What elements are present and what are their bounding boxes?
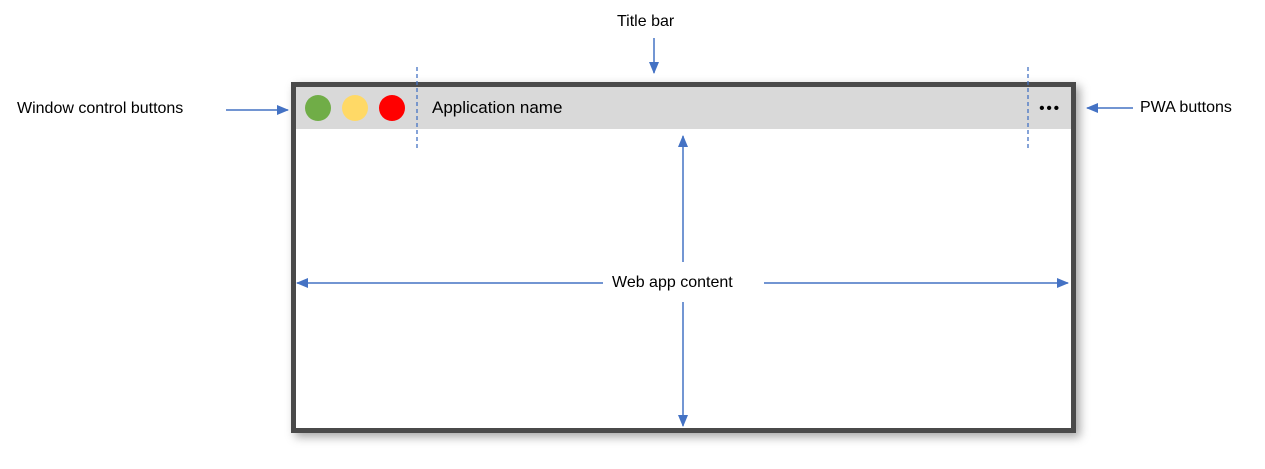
pwa-buttons-label: PWA buttons — [1140, 99, 1232, 116]
window-control-button-yellow — [342, 95, 368, 121]
window-control-buttons-label: Window control buttons — [17, 100, 184, 117]
window-control-button-green — [305, 95, 331, 121]
title-bar-label: Title bar — [617, 13, 675, 30]
mock-pwa-window: Application name ••• — [291, 82, 1076, 433]
window-control-button-red — [379, 95, 405, 121]
pwa-menu-ellipsis-icon: ••• — [1039, 99, 1061, 117]
application-name: Application name — [432, 98, 563, 117]
web-app-content-label: Web app content — [612, 274, 733, 291]
title-bar: Application name ••• — [296, 87, 1071, 129]
